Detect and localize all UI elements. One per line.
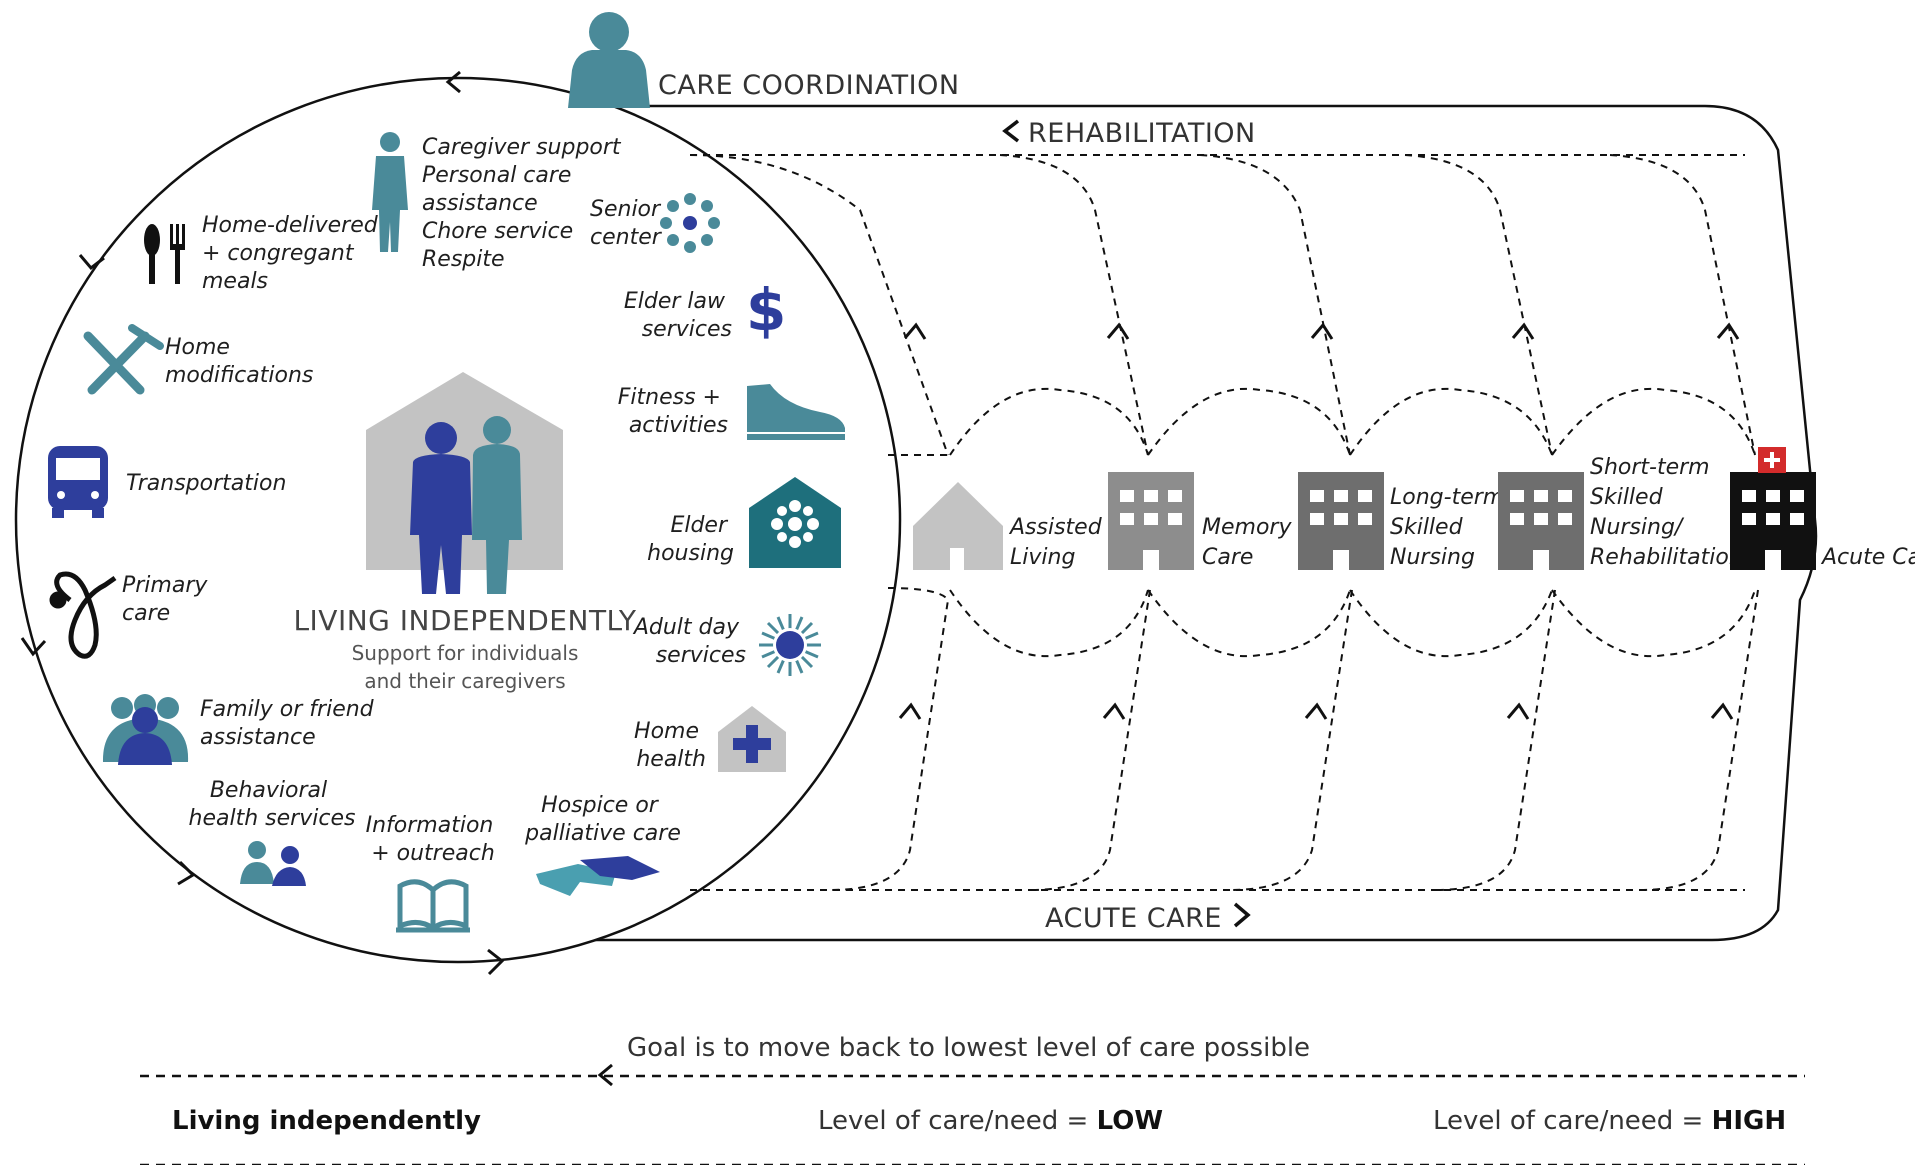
senior-center-label: Senior center: [590, 197, 667, 250]
goal-arrow-icon: [597, 1063, 613, 1087]
hospice-label: Hospice or palliative care: [524, 793, 681, 846]
handshake-icon: [536, 856, 660, 896]
rehab-paths: [689, 154, 1756, 456]
acute-care-label: ACUTE CARE: [1045, 903, 1222, 934]
acute-arrow-icon: [1233, 902, 1251, 928]
caregiver-services-label: Caregiver support Personal care assistan…: [422, 135, 628, 272]
center-subtitle-line2: and their caregivers: [364, 669, 565, 693]
bus-icon: [48, 446, 108, 518]
assisted-living-icon: [913, 482, 1003, 570]
utensils-icon: [144, 224, 185, 284]
family-assistance-label: Family or friend assistance: [200, 697, 381, 750]
level-low-label: Level of care/need = LOW: [818, 1106, 1163, 1136]
sneaker-icon: [747, 384, 845, 440]
home-modifications-label: Home modifications: [165, 335, 313, 388]
living-independently-scale-label: Living independently: [172, 1106, 481, 1136]
home-health-label: Home health: [634, 719, 706, 772]
circle-arrow-top: [445, 70, 461, 94]
adult-day-label: Adult day services: [632, 615, 746, 668]
long-term-nursing-label: Long-term Skilled Nursing: [1390, 485, 1511, 570]
memory-care-icon: [1108, 472, 1194, 570]
senior-center-icon: [660, 193, 720, 253]
short-term-nursing-label: Short-term Skilled Nursing/ Rehabilitati…: [1590, 455, 1743, 570]
hospital-icon: [1730, 447, 1816, 570]
information-label: Information + outreach: [366, 813, 501, 866]
caregiver-person-icon: [372, 132, 408, 252]
assisted-living-label: Assisted Living: [1008, 515, 1109, 570]
fitness-label: Fitness + activities: [618, 385, 728, 438]
acute-care-facility-label: Acute Car: [1820, 545, 1915, 570]
center-title: LIVING INDEPENDENTLY: [293, 604, 636, 637]
person-icon: [568, 12, 650, 108]
home-health-icon: [718, 706, 786, 772]
transportation-label: Transportation: [126, 471, 286, 496]
acute-arrowheads: [898, 702, 1734, 720]
memory-care-label: Memory Care: [1202, 515, 1298, 570]
rehabilitation-label: REHABILITATION: [1028, 118, 1256, 149]
long-term-nursing-icon: [1298, 472, 1384, 570]
elder-housing-label: Elder housing: [647, 513, 734, 566]
rehab-arrow-icon: [1002, 119, 1020, 143]
behavioral-people-icon: [240, 841, 306, 886]
dollar-icon: $: [746, 276, 786, 344]
care-coordination-label: CARE COORDINATION: [658, 70, 960, 101]
acute-paths: [690, 587, 1759, 891]
rehab-arrowheads: [903, 322, 1740, 340]
tools-icon: [83, 324, 164, 395]
stethoscope-icon: [49, 571, 117, 659]
behavioral-health-label: Behavioral health services: [189, 778, 356, 831]
primary-care-label: Primary care: [122, 573, 214, 626]
meals-label: Home-delivered + congregant meals: [202, 213, 385, 294]
level-high-label: Level of care/need = HIGH: [1433, 1106, 1786, 1136]
circle-arrow-left-lower: [20, 637, 47, 657]
circle-arrow-left-upper: [78, 254, 105, 271]
sun-icon: [759, 614, 821, 676]
book-icon: [396, 879, 470, 933]
facility-link-arcs: [949, 387, 1756, 658]
short-term-nursing-icon: [1498, 472, 1584, 570]
circle-arrow-bottom-left: [177, 860, 196, 886]
circle-arrow-bottom: [487, 948, 505, 976]
goal-text: Goal is to move back to lowest level of …: [627, 1033, 1310, 1063]
center-subtitle-line1: Support for individuals: [352, 641, 579, 665]
family-group-icon: [102, 694, 189, 765]
elder-law-label: Elder law services: [624, 289, 732, 342]
elder-housing-icon: [749, 477, 841, 568]
couple-icon: [410, 416, 522, 594]
